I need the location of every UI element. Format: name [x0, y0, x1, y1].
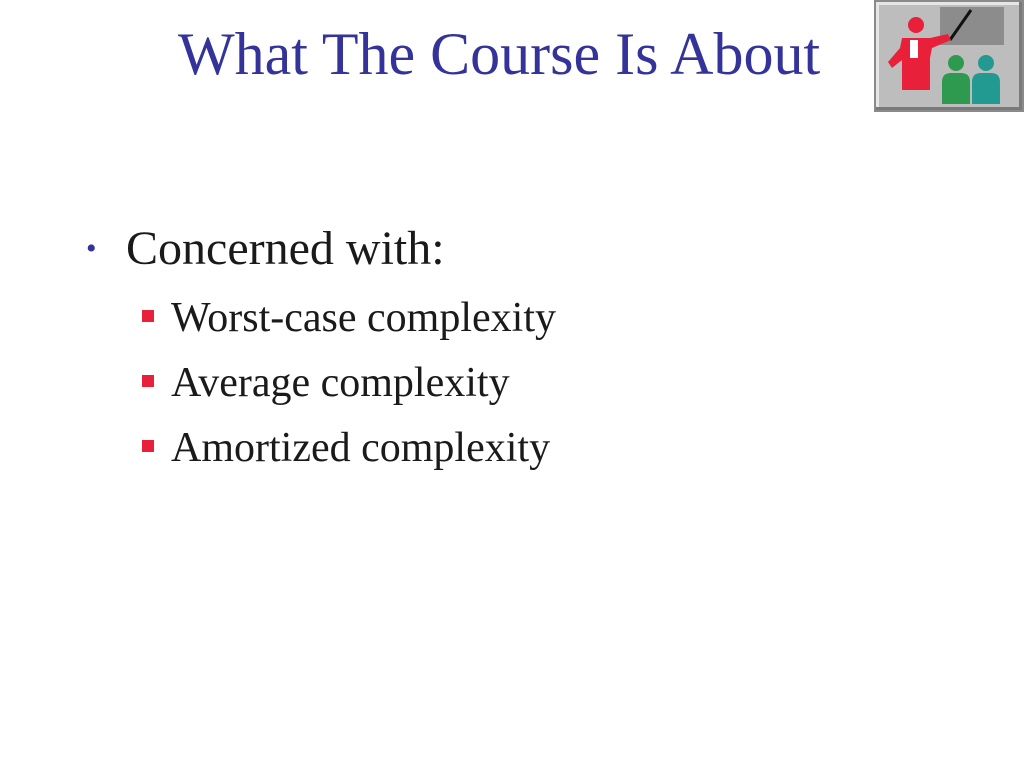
sub-bullet-text: Worst-case complexity	[171, 295, 556, 341]
bullet-dot-icon: •	[86, 232, 97, 265]
slide-title: What The Course Is About	[178, 21, 821, 87]
teacher-presenting-icon	[874, 0, 1024, 112]
square-bullet-icon	[142, 375, 154, 387]
bullet-text: Concerned with:	[126, 222, 445, 275]
square-bullet-icon	[142, 310, 154, 322]
sub-bullet-text: Average complexity	[171, 360, 510, 406]
sub-bullet-text: Amortized complexity	[171, 425, 551, 471]
square-bullet-icon	[142, 440, 154, 452]
